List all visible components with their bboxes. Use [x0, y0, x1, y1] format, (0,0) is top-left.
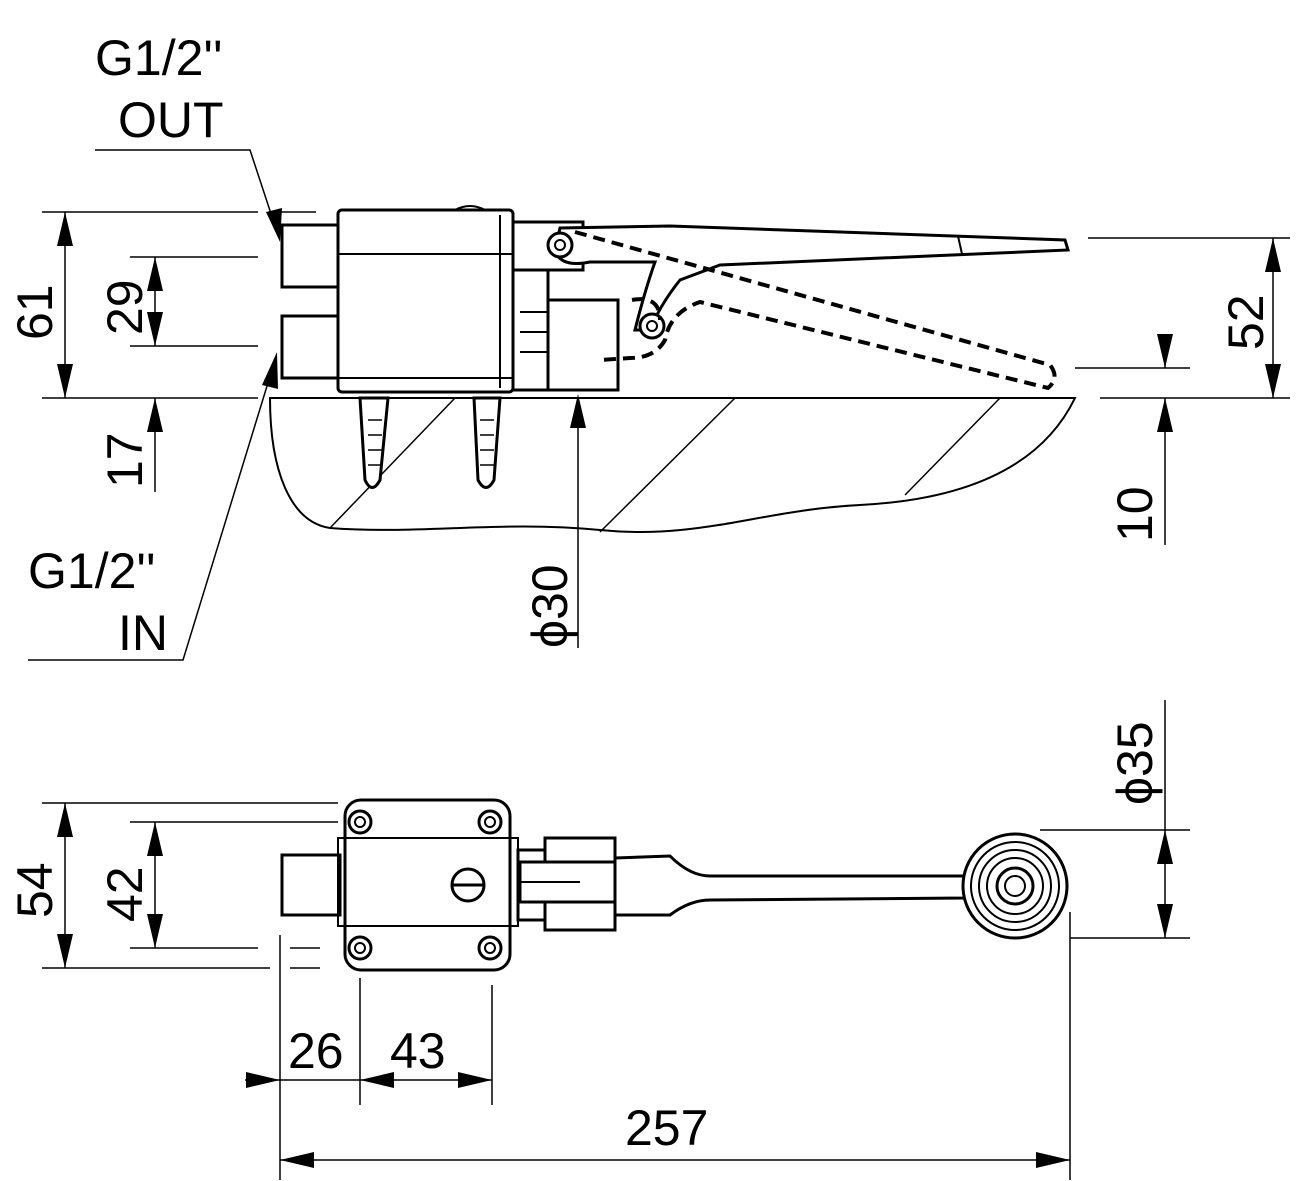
outlet-stub — [280, 223, 340, 289]
top-extension-lines — [42, 802, 1190, 1180]
dim-257: 257 — [625, 1100, 708, 1156]
in-label: IN — [118, 605, 168, 661]
dim-dia35: ϕ35 — [1107, 721, 1163, 805]
round-foot-pedal — [961, 832, 1069, 940]
dim-52: 52 — [1218, 294, 1274, 350]
wall-anchor-right — [472, 396, 502, 489]
mechanism-block — [546, 298, 620, 392]
out-label: OUT — [118, 92, 224, 148]
out-thread-label: G1/2'' — [95, 30, 223, 86]
top-stub — [280, 853, 342, 917]
top-lever-arm — [613, 854, 967, 917]
wall-section-outline — [268, 397, 1077, 533]
side-view — [28, 149, 1290, 661]
in-thread-label: G1/2'' — [28, 543, 156, 599]
dim-26: 26 — [288, 1023, 344, 1079]
dim-61: 61 — [7, 284, 63, 340]
wall-anchor-left — [358, 396, 390, 489]
dim-43: 43 — [390, 1023, 446, 1079]
top-view — [42, 700, 1190, 1180]
top-valve-body — [343, 798, 512, 972]
dim-29: 29 — [97, 279, 153, 335]
side-extension-lines — [42, 211, 1290, 399]
screw-top-right — [477, 809, 503, 835]
screw-top-left — [347, 809, 373, 835]
dim-42: 42 — [97, 866, 153, 922]
dim-dia30: ϕ30 — [522, 564, 578, 648]
wall-hatching — [329, 397, 1001, 533]
screw-bottom-left — [347, 935, 373, 961]
screw-bottom-right — [477, 935, 503, 961]
foot-lever-depressed — [574, 230, 1057, 391]
dim-17: 17 — [97, 432, 153, 488]
dim-54: 54 — [7, 862, 63, 918]
foot-lever-raised — [553, 224, 1070, 332]
inlet-stub — [280, 314, 340, 380]
dim-10: 10 — [1107, 486, 1163, 542]
valve-body — [336, 208, 515, 394]
